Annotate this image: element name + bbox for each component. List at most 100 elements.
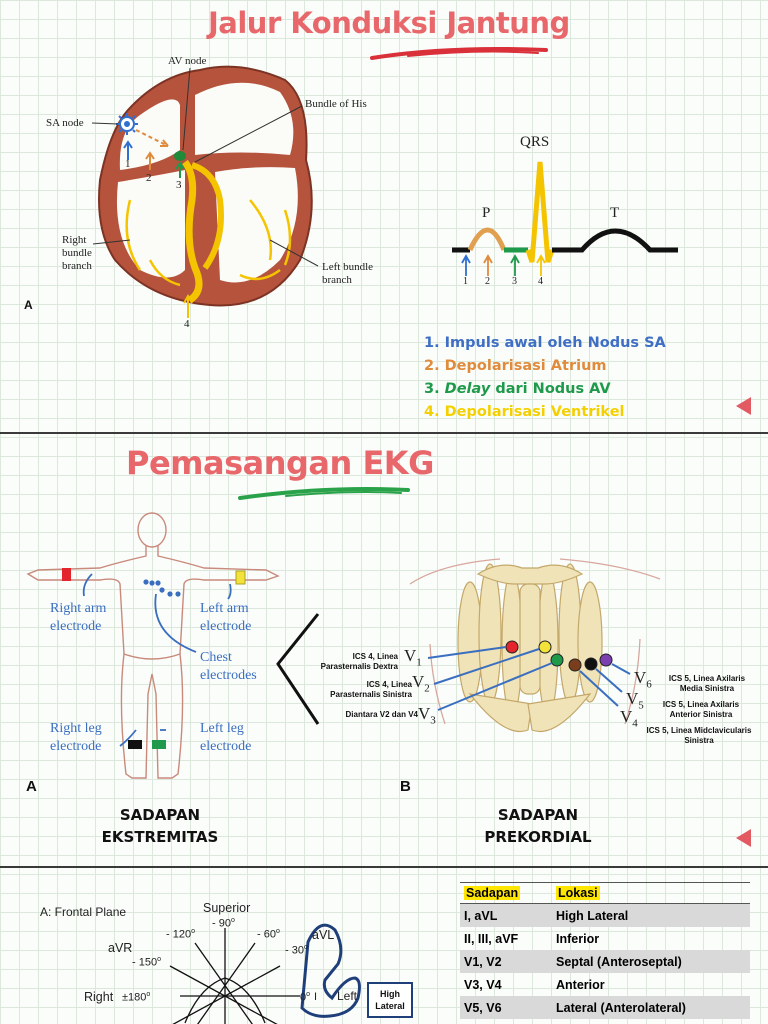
label-right: Right	[84, 990, 114, 1004]
legend-item-4: 4. Depolarisasi Ventrikel	[424, 404, 625, 420]
label-superior: Superior	[203, 901, 251, 915]
label-bundle-of-his: Bundle of His	[305, 98, 367, 110]
left-arm-electrode	[235, 570, 246, 585]
note-v3-line-1: Diantara V2 dan V4	[345, 710, 418, 719]
deg-m90-sup: o	[230, 917, 235, 924]
note-v1: ICS 4, Linea Parasternalis Dextra	[300, 652, 398, 672]
v3-sub: 3	[430, 714, 436, 727]
note-v2-line-1: ICS 4, Linea	[366, 680, 412, 689]
rbb-line-1: Right	[62, 234, 87, 246]
ecg-trace	[452, 161, 678, 276]
deg-m120-value: - 120	[166, 928, 192, 941]
legend-item-3: 3. Delay dari Nodus AV	[424, 381, 611, 397]
ecg-label-p: P	[482, 205, 491, 221]
ecg-label-qrs: QRS	[520, 134, 550, 150]
table-cell-lead: V3, V4	[464, 977, 502, 992]
right-leg-line-1: Right leg	[50, 721, 102, 736]
v4-electrode	[568, 658, 582, 672]
right-arm-line-1: Right arm	[50, 601, 107, 616]
frontal-plane-title: A: Frontal Plane	[40, 905, 127, 919]
note-v6-line-1: ICS 5, Linea Axilaris	[668, 674, 746, 683]
label-left-bundle-branch: Left bundle branch	[322, 261, 373, 287]
chest-line-1: Chest	[200, 650, 232, 665]
avl-region-outline	[300, 923, 361, 1018]
v1-sub: 1	[416, 656, 422, 669]
legend-item-3-pre: 3.	[424, 381, 445, 397]
v2-sub: 2	[424, 682, 430, 695]
chest-line-2: electrodes	[200, 668, 257, 683]
table-cell-location: High Lateral	[552, 903, 750, 927]
label-left-leg-electrode: Left leg electrode	[200, 720, 251, 756]
table-cell-location: Lateral (Anterolateral)	[552, 996, 750, 1019]
deg-180-sup: o	[146, 991, 151, 998]
note-v5-line-1: ICS 5, Linea Axilaris	[662, 700, 740, 709]
caption-a-line-2: EKSTREMITAS	[101, 828, 219, 846]
hexaxial-diagram	[169, 923, 413, 1024]
ekg-title-underline	[238, 487, 410, 500]
table-cell-location: Inferior	[556, 931, 600, 946]
note-v6: ICS 5, Linea Axilaris Media Sinistra	[652, 674, 762, 694]
heart-number-3: 3	[176, 179, 182, 191]
label-right-arm-electrode: Right arm electrode	[50, 600, 106, 636]
v6-letter: V	[634, 668, 647, 687]
caption-prekordial: SADAPAN PREKORDIAL	[468, 804, 608, 848]
right-leg-line-2: electrode	[50, 739, 102, 754]
ecg-number-1: 1	[463, 276, 468, 287]
v2-electrode	[538, 640, 552, 654]
left-arm-line-1: Left arm	[200, 601, 249, 616]
v5-letter: V	[626, 689, 639, 708]
ekg-placement-panel: Pemasangan EKG Right arm electrode	[0, 434, 768, 866]
heart-diagram	[91, 65, 319, 318]
prev-slide-arrow-2[interactable]	[736, 829, 751, 847]
high-lateral-label: High Lateral	[368, 988, 412, 1012]
v1-electrode	[505, 640, 519, 654]
deg-180-value: ±180	[122, 991, 147, 1004]
table-cell-location: Anterior	[556, 977, 605, 992]
legend-item-2: 2. Depolarisasi Atrium	[424, 358, 607, 374]
label-right-bundle-branch: Right bundle branch	[62, 234, 92, 273]
table-cell-location: Septal (Anteroseptal)	[552, 950, 750, 973]
conduction-panel: Jalur Konduksi Jantung	[0, 0, 768, 432]
heart-number-4: 4	[184, 318, 190, 330]
ecg-label-t: T	[610, 205, 620, 221]
high-lateral-line-1: High	[380, 989, 400, 999]
deg-m60-value: - 60	[257, 928, 276, 941]
note-v4-line-2: Sinistra	[684, 736, 714, 745]
lead-v2-label: V2	[412, 672, 430, 694]
caption-ekstremitas: SADAPAN EKSTREMITAS	[90, 804, 230, 848]
ecg-number-4: 4	[538, 276, 543, 287]
ribcage-diagram	[409, 558, 661, 732]
deg-m90-value: - 90	[212, 917, 231, 930]
table-row: V3, V4 Anterior	[460, 973, 750, 996]
v5-electrode	[584, 657, 598, 671]
heart-number-1: 1	[125, 158, 131, 170]
v3-electrode	[550, 653, 564, 667]
lead-location-table: Sadapan Lokasi I, aVL High Lateral II, I…	[460, 882, 750, 1019]
lead-v3-label: V3	[418, 704, 436, 726]
panel-letter-b: B	[400, 778, 411, 795]
note-v1-line-1: ICS 4, Linea	[352, 652, 398, 661]
header-sadapan: Sadapan	[460, 882, 553, 904]
lead-v4-label: V4	[620, 707, 638, 729]
prev-slide-arrow-1[interactable]	[736, 397, 751, 415]
ekg-title: Pemasangan EKG	[126, 444, 434, 482]
rbb-line-3: branch	[62, 260, 92, 272]
right-leg-electrode	[128, 740, 142, 749]
v5-sub: 5	[638, 699, 644, 712]
section-divider-1	[0, 432, 768, 434]
label-left-arm-electrode: Left arm electrode	[200, 600, 251, 636]
high-lateral-line-2: Lateral	[375, 1001, 405, 1011]
note-v3: Diantara V2 dan V4	[300, 710, 418, 720]
table-header-row: Sadapan Lokasi	[460, 882, 750, 904]
deg-m150-value: - 150	[132, 956, 158, 969]
deg-0-value: 0	[300, 991, 307, 1004]
left-ventricle	[215, 167, 298, 283]
label-left: Left	[337, 989, 358, 1003]
table-row: II, III, aVF Inferior	[460, 927, 750, 950]
left-leg-line-1: Left leg	[200, 721, 244, 736]
deg-m60: - 60o	[257, 928, 280, 941]
table-row: V5, V6 Lateral (Anterolateral)	[460, 996, 750, 1019]
table-cell-lead: V5, V6	[460, 996, 553, 1019]
note-v5: ICS 5, Linea Axilaris Anterior Sinistra	[646, 700, 756, 720]
right-arm-line-2: electrode	[50, 619, 102, 634]
